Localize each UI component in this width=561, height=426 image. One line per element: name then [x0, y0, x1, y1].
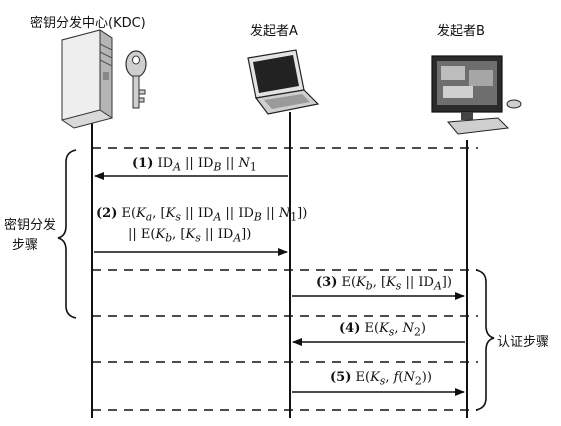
message-step2-line2: || E(Kb, [Ks || IDA]) — [128, 227, 252, 245]
laptop-icon — [247, 49, 320, 115]
key-distribution-brace — [57, 149, 77, 319]
message-step5: (5) E(Ks, f(N2)) — [330, 370, 432, 388]
initiator-a-label: 发起者A — [250, 24, 298, 39]
authentication-brace — [475, 269, 495, 411]
server-tower-icon — [61, 29, 113, 129]
kdc-label: 密钥分发中心(KDC) — [30, 16, 146, 31]
message-step3: (3) E(Kb, [Ks || IDA]) — [316, 275, 452, 293]
authentication-label: 认证步骤 — [497, 335, 550, 350]
key-distribution-label-line2: 步骤 — [12, 238, 39, 253]
desktop-computer-icon — [431, 55, 522, 135]
message-step1: (1) IDA || IDB || N1 — [132, 156, 257, 174]
message-step4: (4) E(Ks, N2) — [339, 321, 426, 339]
message-step2-line1: (2) E(Ka, [Ks || IDA || IDB || N1]) — [96, 206, 308, 224]
initiator-b-label: 发起者B — [437, 24, 485, 39]
key-icon — [125, 50, 147, 109]
key-distribution-label-line1: 密钥分发 — [4, 218, 57, 233]
